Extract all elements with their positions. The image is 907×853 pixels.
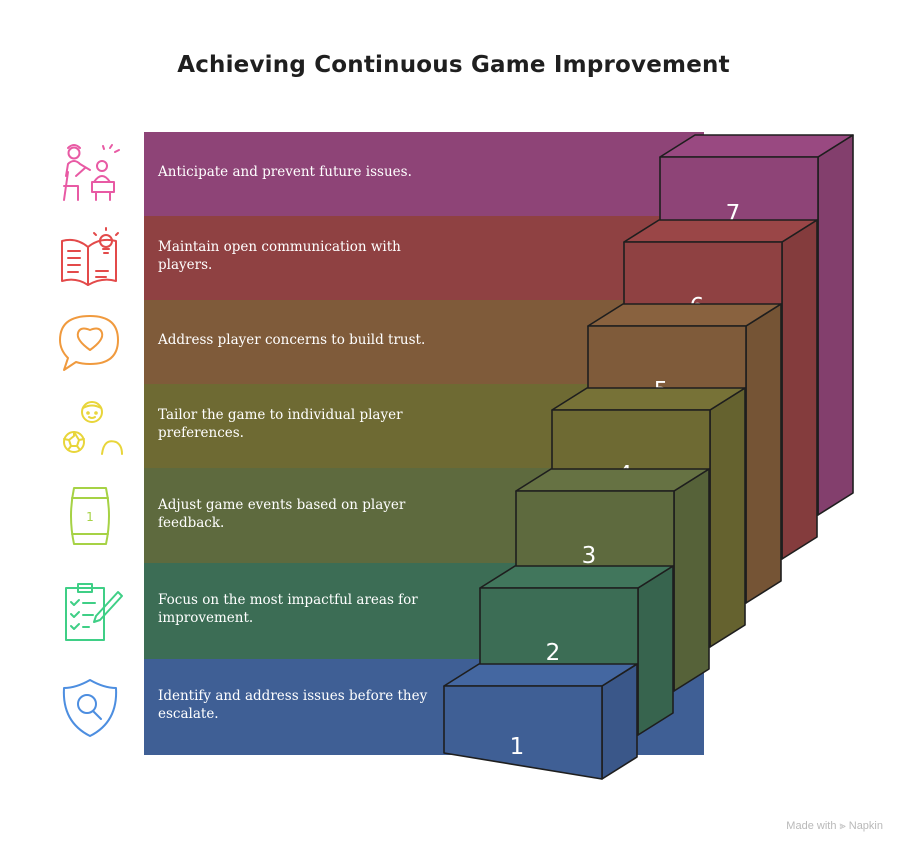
- step-6-description: Maintain open communication with players…: [158, 239, 401, 273]
- step-6-top: [623, 219, 818, 243]
- step-2-top: [479, 565, 674, 589]
- icon-6-svg: [61, 227, 119, 286]
- step-3-top: [515, 468, 710, 492]
- step-1-number: 1: [510, 734, 525, 760]
- step-4-description: Tailor the game to individual player pre…: [158, 407, 403, 441]
- icon-7-svg: [63, 144, 120, 201]
- step-4-top: [551, 387, 746, 411]
- heart-speech-bubble-icon: [52, 310, 128, 374]
- step-6-side: [781, 219, 818, 560]
- made-with-napkin-footer: Made with ⫸ Napkin: [786, 820, 883, 832]
- book-lightbulb-icon: [52, 227, 128, 291]
- magnifier-shield-icon: [52, 676, 128, 740]
- icon-1-svg: [62, 679, 118, 737]
- diagram-title: Achieving Continuous Game Improvement: [177, 52, 730, 78]
- step-1-description: Identify and address issues before they …: [158, 688, 428, 722]
- band-step-6: [144, 216, 704, 300]
- barrel-label: 1: [86, 510, 94, 524]
- teacher-student-icon: [52, 142, 128, 206]
- step-7-top: [659, 134, 854, 158]
- step-2-description: Focus on the most impactful areas for im…: [158, 592, 418, 626]
- step-2-number: 2: [546, 640, 561, 666]
- step-7-side: [817, 134, 854, 516]
- step-3-number: 3: [582, 543, 597, 569]
- step-4-side: [709, 387, 746, 648]
- step-5-description: Address player concerns to build trust.: [158, 332, 426, 348]
- step-3-side: [673, 468, 710, 692]
- step-5-top: [587, 303, 782, 327]
- step-5-side: [745, 303, 782, 604]
- barrel-icon: 1: [52, 484, 128, 548]
- clipboard-checklist-icon: [52, 580, 128, 644]
- step-1-top: [443, 663, 638, 687]
- icon-4-svg: [63, 401, 123, 455]
- icon-5-svg: [59, 315, 119, 371]
- player-ball-icon: [52, 394, 128, 458]
- band-step-7: [144, 132, 704, 216]
- icon-3-svg: 1: [70, 487, 110, 545]
- step-7-description: Anticipate and prevent future issues.: [158, 164, 412, 180]
- step-1-front: [443, 685, 603, 780]
- step-3-description: Adjust game events based on player feedb…: [158, 497, 406, 531]
- icon-2-svg: [65, 583, 123, 641]
- step-2-side: [637, 565, 674, 736]
